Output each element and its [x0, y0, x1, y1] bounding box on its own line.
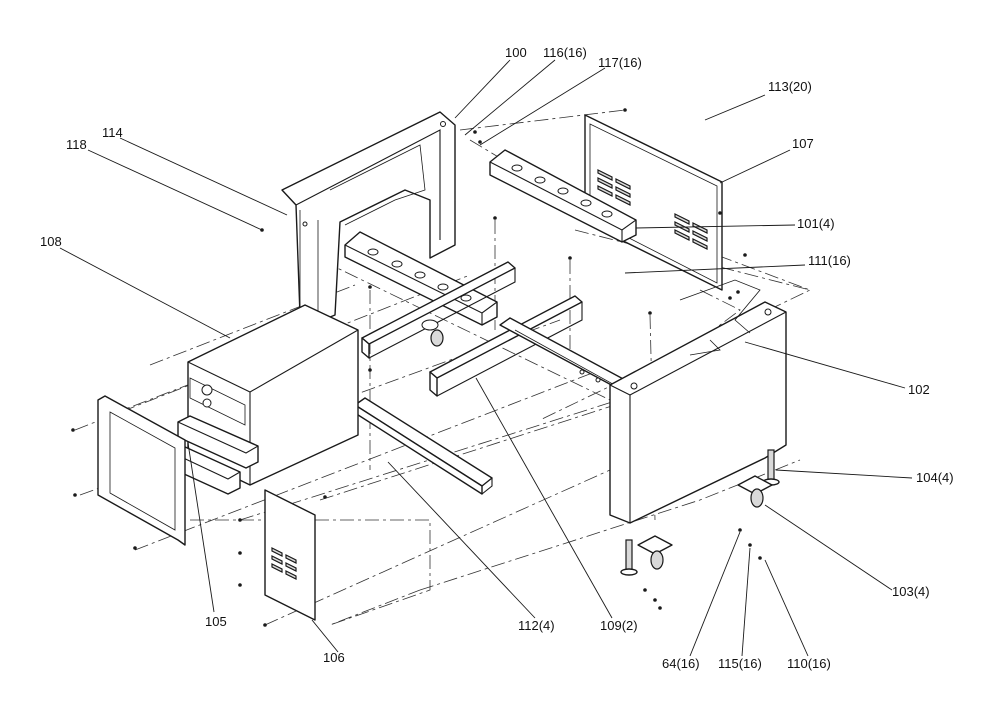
part-107-side-panel: [584, 114, 723, 291]
callout-111: 111(16): [808, 253, 851, 268]
fasteners: [71, 108, 762, 627]
part-112-slide-rail-left: [354, 397, 493, 495]
callout-105: 105: [205, 614, 227, 629]
callout-110: 110(16): [787, 656, 831, 671]
callout-118: 118: [66, 137, 87, 152]
callout-108: 108: [40, 234, 62, 249]
callout-117: 117(16): [598, 55, 642, 70]
callout-115: 115(16): [718, 656, 762, 671]
callout-104: 104(4): [916, 470, 954, 485]
callout-109: 109(2): [600, 618, 638, 633]
callout-113: 113(20): [768, 79, 812, 94]
callout-102: 102: [908, 382, 930, 397]
callout-112: 112(4): [518, 618, 555, 633]
callout-116: 116(16): [543, 45, 587, 60]
part-103-casters: [637, 475, 773, 570]
callout-107: 107: [792, 136, 814, 151]
callout-103: 103(4): [892, 584, 930, 599]
part-108-drawer-housing: [187, 304, 359, 486]
vent-slots-107: [597, 169, 708, 250]
callout-100: 100: [505, 45, 527, 60]
part-101-cross-beam-front: [344, 231, 498, 326]
part-109-rail-upper: [361, 261, 516, 359]
part-109-rail-lower: [429, 295, 583, 397]
part-105-face-frame: [97, 395, 186, 546]
part-caster-small: [421, 319, 444, 347]
callout-114: 114: [102, 125, 123, 140]
callout-64: 64(16): [662, 656, 700, 671]
part-102-end-panel: [609, 279, 787, 524]
callout-106: 106: [323, 650, 345, 665]
leader-lines: [59, 59, 913, 657]
callout-101: 101(4): [797, 216, 835, 231]
part-106-access-panel: [264, 489, 316, 621]
part-101-cross-beam-rear: [489, 149, 637, 243]
callout-labels: 100 116(16) 117(16) 113(20) 107 114 118 …: [40, 45, 954, 671]
vent-slots-106: [271, 547, 297, 580]
